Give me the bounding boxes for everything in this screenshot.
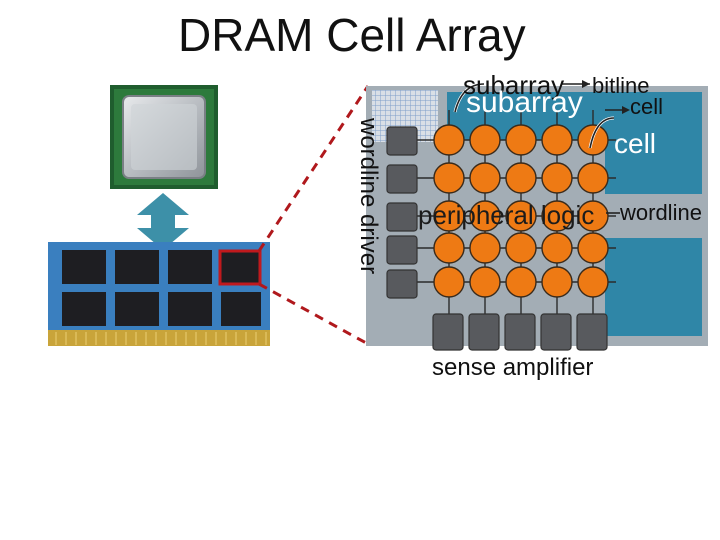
dram-cell — [541, 266, 573, 298]
callout-arrows — [453, 82, 620, 214]
zoom-lines — [257, 85, 370, 346]
cell-matrix — [433, 124, 609, 298]
sense-amplifier — [432, 313, 464, 351]
dram-cell — [469, 124, 501, 156]
cell-label: cell — [630, 94, 664, 119]
page-title: DRAM Cell Array — [178, 9, 526, 61]
dram-cell — [505, 266, 537, 298]
dram-cell — [577, 266, 609, 298]
dram-cell — [469, 200, 501, 232]
dram-cell — [469, 162, 501, 194]
sense-amplifier — [576, 313, 608, 351]
wordline-label: wordline — [620, 200, 702, 225]
dram-cell — [541, 162, 573, 194]
sense-amplifier — [504, 313, 536, 351]
dram-cell — [577, 162, 609, 194]
dram-cell — [433, 124, 465, 156]
wordline-driver — [386, 269, 418, 299]
dram-cell — [469, 266, 501, 298]
dram-cell — [469, 232, 501, 264]
dram-module-icon — [48, 242, 270, 346]
double-arrow-icon — [137, 193, 189, 250]
wordline-driver — [386, 202, 418, 232]
dram-cell — [433, 266, 465, 298]
wordline-driver — [386, 235, 418, 265]
wordline-driver-column — [386, 126, 418, 299]
dram-cell — [433, 200, 465, 232]
cpu-chip-icon — [110, 85, 218, 189]
sense-amplifier-label: sense amplifier — [432, 354, 594, 381]
subarray-inner-label: subarray — [466, 86, 583, 119]
dram-cell — [505, 232, 537, 264]
dram-cell — [505, 162, 537, 194]
wordline-driver — [386, 164, 418, 194]
sense-amplifier — [468, 313, 500, 351]
wordline-driver — [386, 126, 418, 156]
dram-cell — [505, 124, 537, 156]
zoom-highlight-box — [218, 249, 262, 286]
bitline-label: bitline — [592, 73, 650, 98]
dram-cell — [541, 124, 573, 156]
sense-amplifier-row — [432, 313, 608, 351]
wordline-driver-label: wordline driver — [355, 118, 382, 275]
dram-cell — [433, 232, 465, 264]
dram-cell — [433, 162, 465, 194]
dram-cell — [541, 232, 573, 264]
peripheral-logic-label: peripheral logic — [418, 200, 595, 230]
dram-cell — [541, 200, 573, 232]
sense-amplifier — [540, 313, 572, 351]
subarray-label: subarray — [463, 70, 565, 100]
dram-cell — [577, 200, 609, 232]
cell-inner-label: cell — [614, 128, 657, 159]
subarray-block — [605, 92, 702, 194]
dram-cell — [577, 232, 609, 264]
dram-cell — [505, 200, 537, 232]
